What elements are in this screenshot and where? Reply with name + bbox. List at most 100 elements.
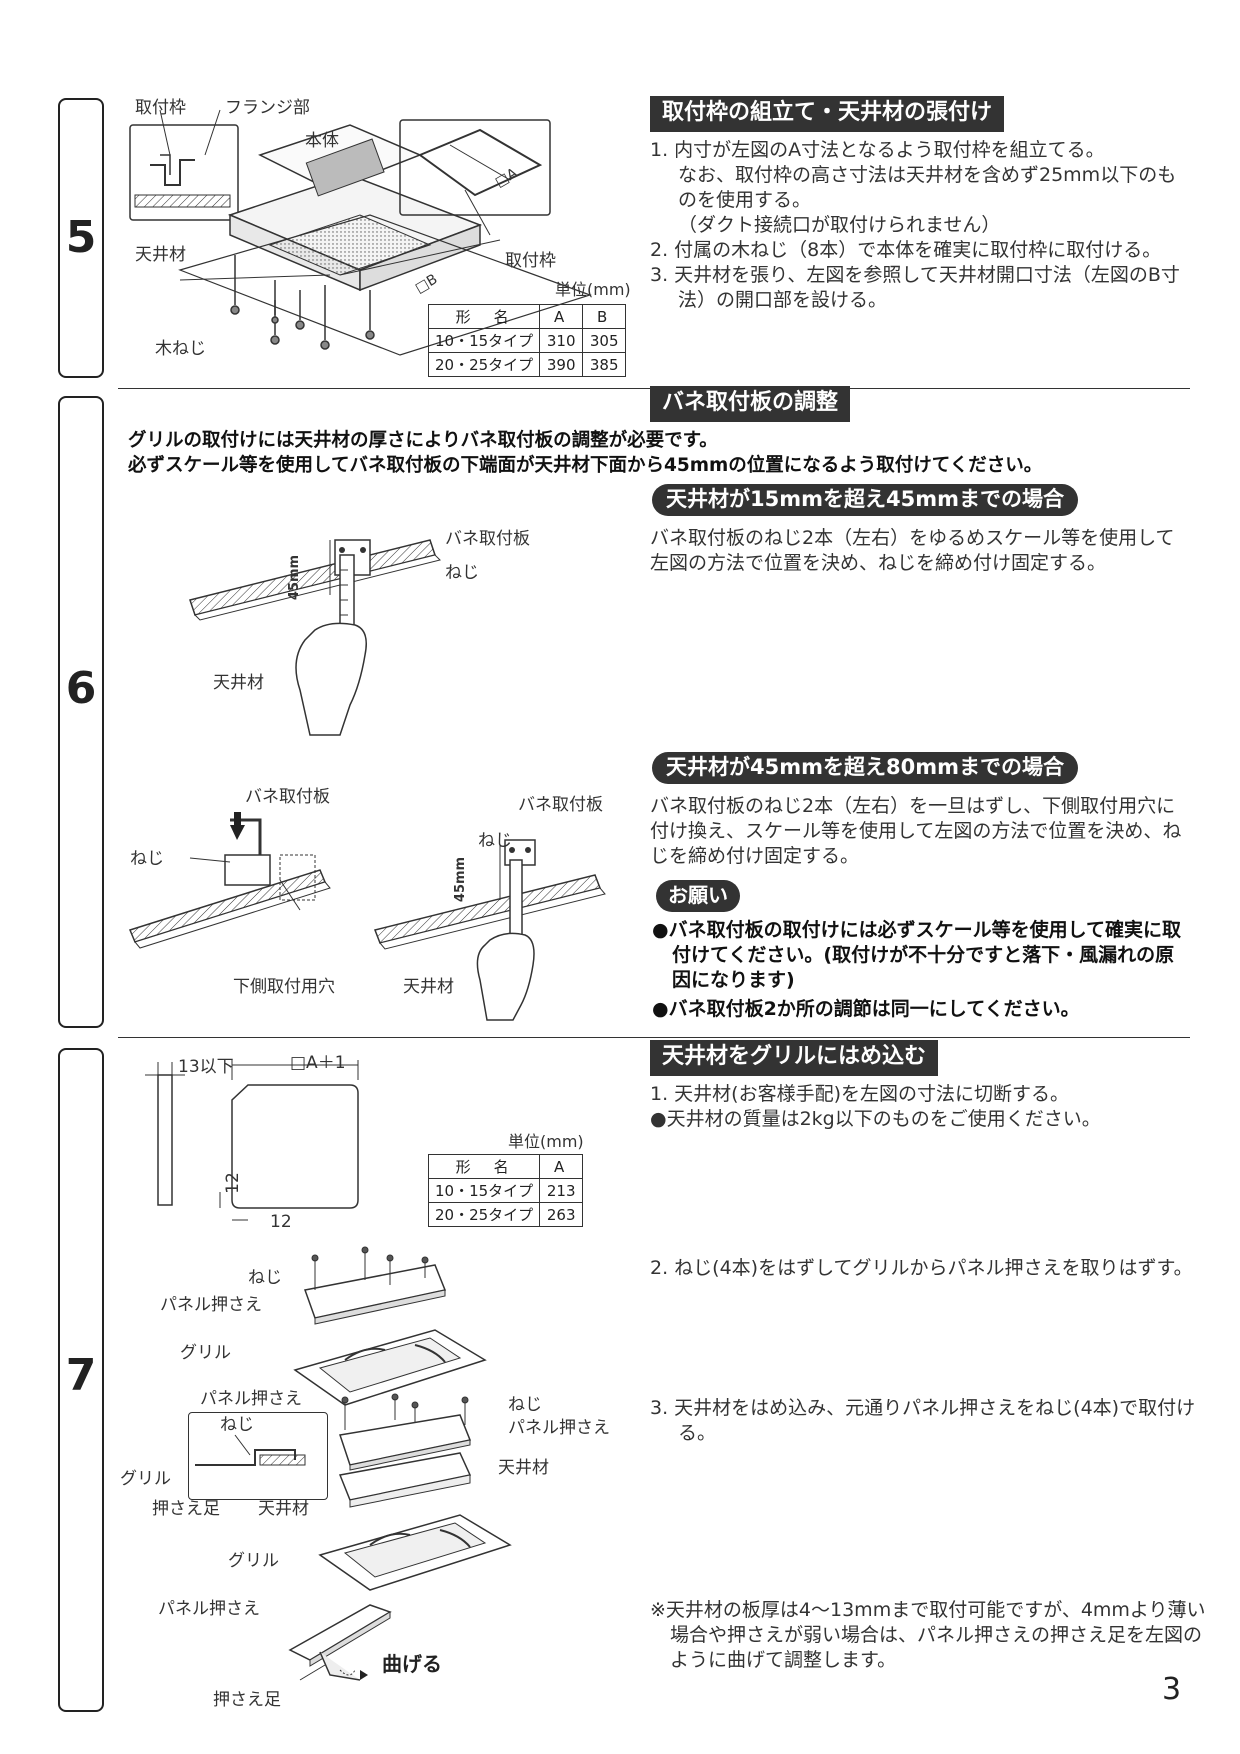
case-2-dim: 45mm xyxy=(453,856,469,903)
step-5-item-1b: なお、取付枠の高さ寸法は天井材を含めず25mm以下のものを使用する。 xyxy=(678,164,1177,211)
case-2-label-hole: 下側取付用穴 xyxy=(233,977,335,997)
case-1-dim: 45mm xyxy=(287,554,303,601)
case-1-label-plate: バネ取付板 xyxy=(445,529,530,549)
step-5-item-2: 2. 付属の木ねじ（8本）で本体を確実に取付枠に取付ける。 xyxy=(650,239,1162,261)
step-7-item-1-note: ●天井材の質量は2kg以下のものをご使用ください。 xyxy=(650,1108,1101,1130)
table-header: 形 名 xyxy=(427,1154,541,1179)
step-7-item-3: 3. 天井材をはめ込み、元通りパネル押さえをねじ(4本)で取付ける。 xyxy=(650,1397,1196,1444)
label-screw-3: ねじ xyxy=(508,1395,542,1415)
detail-inset-drawing xyxy=(195,1434,306,1466)
table-header: A xyxy=(539,1154,584,1179)
table-row: 20・25タイプ 390 385 xyxy=(427,352,627,377)
table-cell: 20・25タイプ xyxy=(427,1202,541,1227)
label-ceiling-3: 天井材 xyxy=(498,1458,549,1478)
label-panel-1: パネル押さえ xyxy=(160,1295,262,1315)
reassembly-illustration xyxy=(318,1393,512,1591)
label-panel-2: パネル押さえ xyxy=(200,1389,302,1409)
table-cell: 213 xyxy=(539,1178,584,1203)
label-grille-1: グリル xyxy=(180,1343,231,1363)
bend-illustration xyxy=(288,1604,392,1681)
dim-side: □A＋1 xyxy=(290,1053,346,1073)
step-6-number: 6 xyxy=(65,663,97,714)
case-1-illustration xyxy=(189,539,441,736)
case-2-illustration-a xyxy=(128,812,331,949)
table-row: 20・25タイプ 263 xyxy=(427,1202,584,1227)
step-7-unit: 単位(mm) xyxy=(508,1132,584,1151)
dim-thick: 13以下 xyxy=(178,1057,234,1077)
label-flange: フランジ部 xyxy=(225,98,310,118)
page-number: 3 xyxy=(1162,1672,1182,1707)
label-ceiling-2: 天井材 xyxy=(258,1499,309,1519)
case-1-label-ceiling: 天井材 xyxy=(213,673,264,693)
detail-inset xyxy=(188,1412,328,1500)
step-6-header: バネ取付板の調整 xyxy=(650,386,851,422)
case-2-title: 天井材が45mmを超え80mmまでの場合 xyxy=(652,752,1078,784)
step-6-intro-line-1: グリルの取付けには天井材の厚さによりバネ取付板の調整が必要です。 xyxy=(128,430,718,451)
case-2-label-plate-b: バネ取付板 xyxy=(518,795,603,815)
step-5-number: 5 xyxy=(65,212,97,263)
case-1-title: 天井材が15mmを超え45mmまでの場合 xyxy=(652,484,1078,516)
case-2-label-screw-a: ねじ xyxy=(130,849,164,869)
step-5-spec-table: 形 名 A B 10・15タイプ 310 305 20・25タイプ 390 38… xyxy=(427,304,627,377)
step-5-item-1: 1. 内寸が左図のA寸法となるよう取付枠を組立てる。 xyxy=(650,139,1105,161)
step-7-item-2: 2. ねじ(4本)をはずしてグリルからパネル押さえを取りはずす。 xyxy=(650,1257,1193,1279)
step-7-spec-table: 形 名 A 10・15タイプ 213 20・25タイプ 263 xyxy=(427,1154,584,1227)
table-header-row: 形 名 A B xyxy=(427,304,627,329)
table-cell: 263 xyxy=(539,1202,584,1227)
table-cell: 310 xyxy=(539,328,584,353)
case-2-illustration-b xyxy=(373,839,606,1021)
step-7-box: 7 xyxy=(58,1048,104,1712)
step-6-intro: グリルの取付けには天井材の厚さによりバネ取付板の調整が必要です。 必ずスケール等… xyxy=(128,428,1188,478)
label-screw-1: ねじ xyxy=(248,1268,282,1288)
label-frame: 取付枠 xyxy=(135,98,186,118)
table-header: B xyxy=(582,304,627,329)
label-bend: 曲げる xyxy=(382,1652,442,1676)
request-title: お願い xyxy=(656,880,740,912)
case-2-text: バネ取付板のねじ2本（左右）を一旦はずし、下側取付用穴に付け換え、スケール等を使… xyxy=(650,795,1182,867)
label-frame-2: 取付枠 xyxy=(505,251,556,271)
label-body: 本体 xyxy=(305,131,339,151)
dim-corner-h: 12 xyxy=(270,1212,292,1232)
divider-6-7 xyxy=(118,1037,1190,1038)
label-panel-3: パネル押さえ xyxy=(508,1418,610,1438)
label-wood-screw: 木ねじ xyxy=(155,339,206,359)
step-6-box: 6 xyxy=(58,396,104,1028)
table-row: 10・15タイプ 310 305 xyxy=(427,328,627,353)
step-5-text: 1. 内寸が左図のA寸法となるよう取付枠を組立てる。 なお、取付枠の高さ寸法は天… xyxy=(650,138,1190,313)
table-cell: 305 xyxy=(582,328,627,353)
case-2-label-plate-a: バネ取付板 xyxy=(245,787,330,807)
label-foot: 押さえ足 xyxy=(152,1499,220,1519)
dim-corner-v: 12 xyxy=(222,1172,243,1194)
table-header: 形 名 xyxy=(427,304,541,329)
step-5-header: 取付枠の組立て・天井材の張付け xyxy=(650,96,1005,132)
label-panel-4: パネル押さえ xyxy=(158,1599,260,1619)
label-ceiling-5: 天井材 xyxy=(135,245,186,265)
table-cell: 10・15タイプ xyxy=(427,328,541,353)
table-header: A xyxy=(539,304,584,329)
step-7-note: ※天井材の板厚は4～13mmまで取付可能ですが、4mmより薄い場合や押さえが弱い… xyxy=(650,1599,1206,1671)
step-5-unit: 単位(mm) xyxy=(555,280,631,299)
step-5-box: 5 xyxy=(58,98,104,378)
label-grille-3: グリル xyxy=(228,1551,279,1571)
disassembly-illustration xyxy=(293,1246,487,1406)
label-grille-2: グリル xyxy=(120,1469,171,1489)
case-1-text: バネ取付板のねじ2本（左右）をゆるめスケール等を使用して左図の方法で位置を決め、… xyxy=(650,527,1175,574)
case-2-label-ceiling: 天井材 xyxy=(403,977,454,997)
table-row: 10・15タイプ 213 xyxy=(427,1178,584,1203)
table-cell: 390 xyxy=(539,352,584,377)
request-item-2: ●バネ取付板2か所の調節は同一にしてください。 xyxy=(652,998,1080,1020)
request-item-1: ●バネ取付板の取付けには必ずスケール等を使用して確実に取付けてください。(取付け… xyxy=(652,919,1182,991)
step-7-number: 7 xyxy=(65,1350,97,1401)
step-5-illustration xyxy=(129,109,592,356)
case-1-label-screw: ねじ xyxy=(445,563,479,583)
step-5-item-3: 3. 天井材を張り、左図を参照して天井材開口寸法（左図のB寸法）の開口部を設ける… xyxy=(650,264,1180,311)
step-7-item-1: 1. 天井材(お客様手配)を左図の寸法に切断する。 xyxy=(650,1083,1069,1105)
table-cell: 10・15タイプ xyxy=(427,1178,541,1203)
table-cell: 20・25タイプ xyxy=(427,352,541,377)
case-2-label-screw-b: ねじ xyxy=(478,831,512,851)
label-screw-2: ねじ xyxy=(220,1415,254,1435)
panel-cut-illustration xyxy=(145,1060,359,1221)
step-7-header: 天井材をグリルにはめ込む xyxy=(650,1040,939,1076)
table-header-row: 形 名 A xyxy=(427,1154,584,1179)
label-foot-2: 押さえ足 xyxy=(213,1690,281,1710)
